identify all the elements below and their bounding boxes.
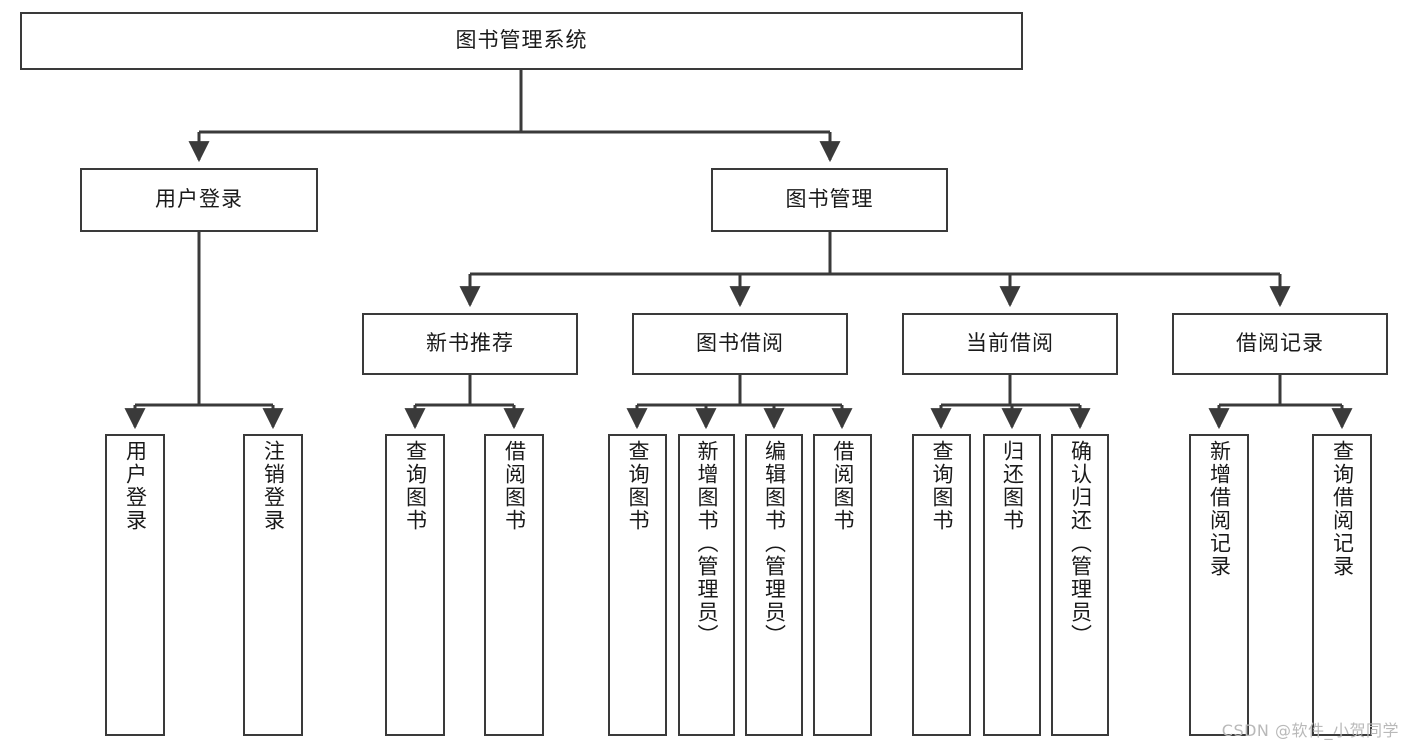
- node-current-borrow[interactable]: 当前借阅: [902, 313, 1118, 375]
- node-user-login-label: 用户登录: [155, 187, 243, 212]
- node-borrow-record-label: 借阅记录: [1236, 331, 1324, 356]
- node-leaf-add-record-label: 新增借阅记录: [1207, 440, 1232, 578]
- node-leaf-borrow-book-2-label: 借阅图书: [830, 440, 855, 532]
- node-leaf-user-logout-label: 注销登录: [261, 440, 286, 532]
- node-leaf-edit-book[interactable]: 编辑图书（管理员）: [745, 434, 803, 736]
- node-user-login[interactable]: 用户登录: [80, 168, 318, 232]
- node-new-book-recommend[interactable]: 新书推荐: [362, 313, 578, 375]
- node-book-borrow-label: 图书借阅: [696, 331, 784, 356]
- node-leaf-return-book[interactable]: 归还图书: [983, 434, 1041, 736]
- node-leaf-add-book-label: 新增图书（管理员）: [694, 440, 719, 647]
- node-leaf-borrow-book-1[interactable]: 借阅图书: [484, 434, 544, 736]
- node-leaf-query-book-2-label: 查询图书: [625, 440, 650, 532]
- node-leaf-query-record-label: 查询借阅记录: [1330, 440, 1355, 578]
- node-leaf-confirm-return[interactable]: 确认归还（管理员）: [1051, 434, 1109, 736]
- node-root-system[interactable]: 图书管理系统: [20, 12, 1023, 70]
- node-borrow-record[interactable]: 借阅记录: [1172, 313, 1388, 375]
- csdn-watermark: CSDN @软件_小贺同学: [1221, 721, 1399, 740]
- node-root-label: 图书管理系统: [455, 28, 588, 53]
- node-leaf-query-book-3-label: 查询图书: [929, 440, 954, 532]
- node-leaf-user-logout[interactable]: 注销登录: [243, 434, 303, 736]
- node-current-borrow-label: 当前借阅: [966, 331, 1054, 356]
- node-leaf-borrow-book-2[interactable]: 借阅图书: [813, 434, 872, 736]
- node-leaf-borrow-book-1-label: 借阅图书: [502, 440, 527, 532]
- node-leaf-edit-book-label: 编辑图书（管理员）: [762, 440, 787, 647]
- node-leaf-query-book-3[interactable]: 查询图书: [912, 434, 971, 736]
- node-leaf-return-book-label: 归还图书: [1000, 440, 1025, 532]
- node-leaf-user-login[interactable]: 用户登录: [105, 434, 165, 736]
- node-leaf-query-record[interactable]: 查询借阅记录: [1312, 434, 1372, 736]
- node-leaf-confirm-return-label: 确认归还（管理员）: [1068, 440, 1093, 647]
- node-leaf-user-login-label: 用户登录: [123, 440, 148, 532]
- node-leaf-add-record[interactable]: 新增借阅记录: [1189, 434, 1249, 736]
- node-new-book-recommend-label: 新书推荐: [426, 331, 514, 356]
- node-leaf-query-book-1-label: 查询图书: [403, 440, 428, 532]
- node-leaf-query-book-2[interactable]: 查询图书: [608, 434, 667, 736]
- node-book-manage[interactable]: 图书管理: [711, 168, 948, 232]
- node-book-borrow[interactable]: 图书借阅: [632, 313, 848, 375]
- node-book-manage-label: 图书管理: [785, 187, 874, 212]
- node-leaf-add-book[interactable]: 新增图书（管理员）: [678, 434, 735, 736]
- node-leaf-query-book-1[interactable]: 查询图书: [385, 434, 445, 736]
